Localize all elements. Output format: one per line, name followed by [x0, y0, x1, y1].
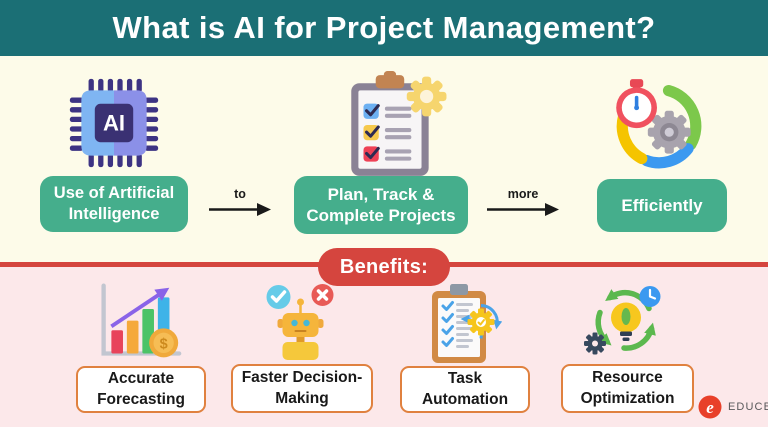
educba-logo-icon: e — [698, 395, 722, 419]
stopwatch-gear-icon — [616, 79, 702, 169]
benefit-label: Task Automation — [421, 370, 509, 408]
benefit-label: Accurate Forecasting — [97, 370, 185, 408]
benefit-label: Resource Optimization — [580, 369, 675, 407]
brand-name: EDUCBA — [728, 401, 768, 413]
growth-chart-coin-icon: $ — [101, 283, 182, 358]
connector-to: to — [208, 188, 272, 217]
flow-step-use-of-ai: Use of Artificial Intelligence — [40, 176, 188, 232]
robot-decision-icon — [266, 284, 334, 360]
arrow-right-icon — [487, 202, 559, 216]
flow-step-efficiently: Efficiently — [597, 179, 727, 232]
benefit-box-task-automation: Task Automation — [400, 366, 530, 413]
educba-logo-letter: e — [706, 398, 714, 417]
benefit-label: Faster Decision- Making — [241, 369, 363, 407]
flow-step-label: Use of Artificial Intelligence — [53, 184, 175, 223]
clipboard-checklist-icon — [351, 71, 447, 176]
connector-more: more — [486, 188, 560, 217]
brand-logo: e EDUCBA — [697, 394, 768, 420]
connector-label: more — [507, 187, 539, 201]
title-banner: What is AI for Project Management? — [0, 0, 768, 56]
benefit-box-accurate-forecasting: Accurate Forecasting — [76, 366, 206, 413]
arrow-right-icon — [209, 202, 271, 216]
ai-chip-text: AI — [103, 111, 125, 136]
task-clipboard-gear-icon — [432, 284, 503, 363]
benefits-ribbon: Benefits: — [318, 248, 450, 286]
flow-step-label: Efficiently — [621, 195, 703, 215]
coin-dollar-text: $ — [160, 337, 168, 353]
connector-label: to — [234, 187, 246, 201]
flow-step-label: Plan, Track & Complete Projects — [306, 184, 456, 225]
benefit-box-faster-decision-making: Faster Decision- Making — [231, 364, 373, 413]
flow-step-plan-track-complete: Plan, Track & Complete Projects — [294, 176, 468, 234]
benefit-box-resource-optimization: Resource Optimization — [561, 364, 694, 413]
page-title: What is AI for Project Management? — [112, 10, 656, 45]
benefits-heading: Benefits: — [339, 255, 429, 278]
ai-chip-icon: AI — [69, 78, 159, 168]
resource-cycle-bulb-icon — [584, 286, 661, 355]
